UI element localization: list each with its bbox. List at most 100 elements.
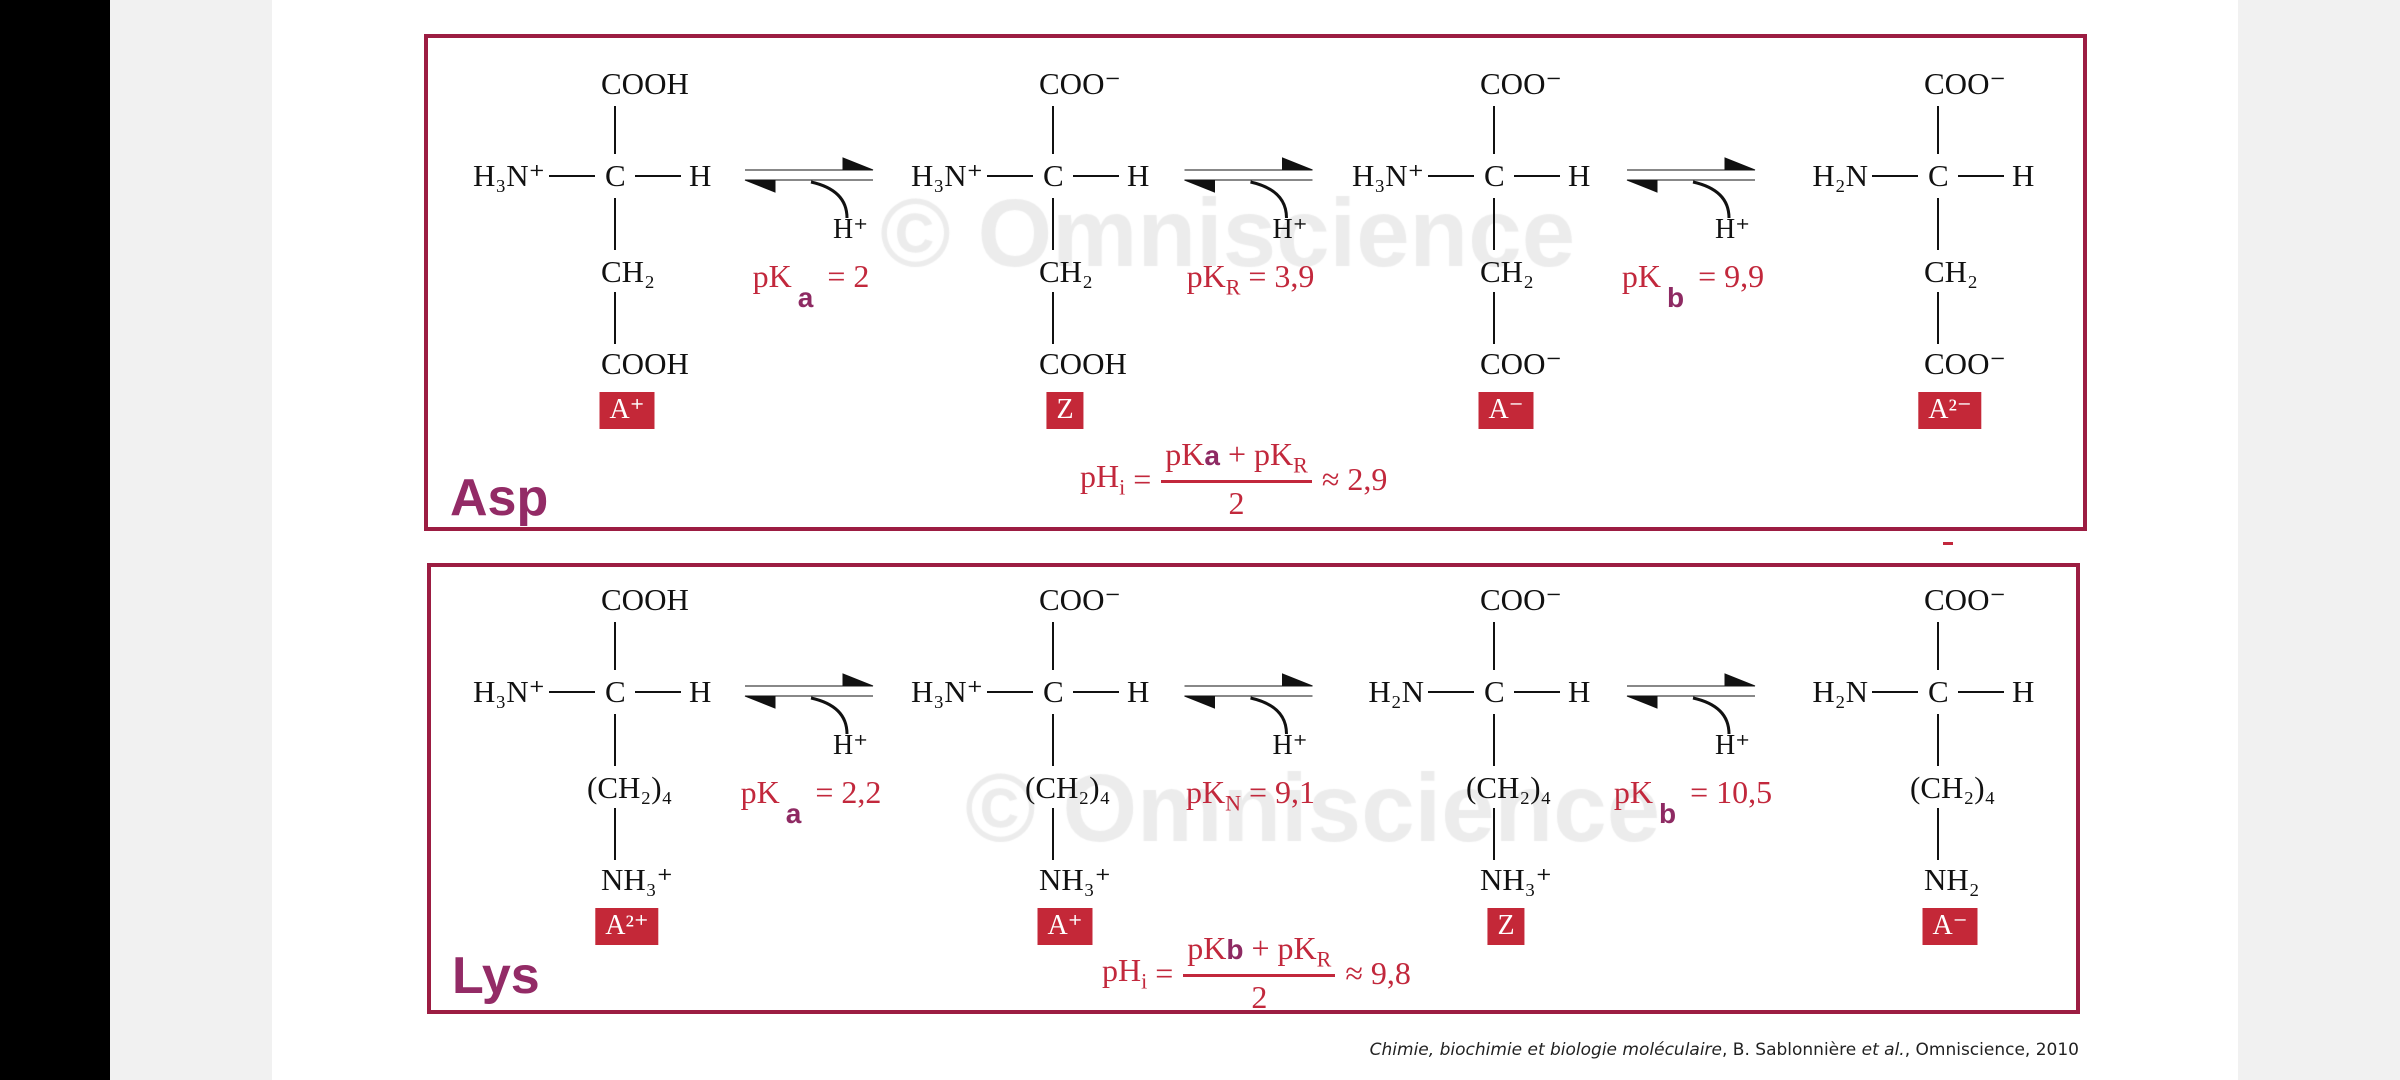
bottom-group: NH₃⁺ [601,862,673,897]
amino-group: H₃N⁺ [473,158,545,193]
hydrogen: H [1568,674,1591,709]
pk-value: = 3,9 [1240,258,1315,294]
amino-acid-label: Lys [452,947,540,1005]
formula-lhs-sub: i [1141,968,1148,994]
numerator-sub: R [1316,946,1332,972]
proton: H⁺ [1715,214,1750,245]
bottom-group: COO⁻ [1924,346,2006,381]
formula-eq: = [1155,954,1174,991]
formula-denominator: 2 [1251,979,1268,1016]
bottom-group: NH₃⁺ [1039,862,1111,897]
pk-label: pKb = 10,5 [1613,774,1772,828]
pk-subscript: R [1225,274,1241,300]
left-black-bar [0,0,110,1080]
side-chain: CH₂ [601,254,655,289]
formula-lhs-text: pH [1102,952,1142,988]
formula-numerator: pKa + pKR [1161,436,1312,484]
bottom-group: NH₃⁺ [1480,862,1552,897]
side-chain: (CH₂)₄ [1466,770,1552,805]
numerator-sub-edited: a [1204,440,1220,471]
pk-subscript: b [1666,282,1685,313]
formula-lhs: pHi [1080,458,1125,500]
proton: H⁺ [1272,730,1308,761]
caption-authors: , B. Sablonnière [1722,1040,1862,1060]
numerator-plus: + pK [1243,930,1317,966]
amino-group: H₂N [1368,674,1424,709]
proton: H⁺ [1715,730,1750,761]
formula-lhs-text: pH [1080,458,1120,494]
hydrogen: H [689,158,712,193]
top-group: COO⁻ [1924,66,2006,101]
top-group: COOH [601,582,689,617]
top-group: COO⁻ [1039,66,1121,101]
formula-eq: = [1133,460,1152,497]
amino-group: H₃N⁺ [911,674,983,709]
side-chain: (CH₂)₄ [587,770,673,805]
pk-prefix: pK [1186,258,1226,294]
numerator-sub: R [1293,452,1308,478]
amino-group: H₃N⁺ [473,674,545,709]
species-badge: A⁺ [1037,908,1093,945]
alpha-carbon: C [1928,158,1949,193]
side-chain: CH₂ [1480,254,1534,289]
side-chain: (CH₂)₄ [1025,770,1111,805]
pk-prefix: pK [1613,774,1653,810]
numerator-pk: pK [1165,436,1205,472]
pk-subscript: N [1225,790,1241,816]
caption-etal: et al. [1861,1040,1905,1060]
hydrogen: H [689,674,712,709]
bottom-group: COO⁻ [1480,346,1562,381]
pk-prefix: pK [1185,774,1226,810]
hydrogen: H [1127,158,1150,193]
top-group: COOH [601,66,689,101]
pk-prefix: pK [752,258,792,294]
hydrogen: H [1568,158,1591,193]
species-badge: A²⁺ [595,908,659,945]
pk-label: pKa = 2,2 [740,774,882,828]
pk-subscript: a [785,798,802,829]
side-chain: CH₂ [1924,254,1978,289]
species-badge: Z [1046,392,1084,429]
amino-group: H₃N⁺ [911,158,983,193]
top-group: COO⁻ [1039,582,1121,617]
caption-title: Chimie, biochimie et biologie moléculair… [1369,1040,1722,1060]
formula-result: ≈ 9,8 [1345,954,1411,991]
species-badge: A⁻ [1922,908,1978,945]
pk-value: = 9,9 [1690,258,1765,294]
pk-label: pKR = 3,9 [1187,260,1315,298]
numerator-plus: + pK [1219,436,1294,472]
amino-group: H₃N⁺ [1352,158,1424,193]
pk-label: pKb = 9,9 [1622,258,1765,312]
alpha-carbon: C [605,158,626,193]
pk-prefix: pK [740,774,780,810]
formula-lhs: pHi [1102,952,1147,994]
caption-rest: , Omniscience, 2010 [1904,1040,2079,1060]
source-caption: Chimie, biochimie et biologie moléculair… [1370,1040,2079,1060]
pk-value: = 2,2 [807,774,882,810]
amino-group: H₂N [1812,674,1868,709]
bottom-group: NH₂ [1924,862,1980,897]
pk-value: = 9,1 [1240,774,1316,810]
pk-subscript: a [797,282,814,313]
pk-label: pKN = 9,1 [1186,776,1315,814]
amino-group: H₂N [1812,158,1868,193]
alpha-carbon: C [1043,158,1064,193]
pk-value: = 2 [819,258,870,294]
pk-label: pKa = 2 [752,258,870,312]
alpha-carbon: C [1928,674,1949,709]
hydrogen: H [2012,158,2035,193]
formula-denominator: 2 [1228,485,1245,522]
proton: H⁺ [833,730,868,761]
formula-result: ≈ 2,9 [1321,460,1388,497]
numerator-sub-edited: b [1226,934,1244,965]
alpha-carbon: C [1043,674,1064,709]
top-group: COO⁻ [1480,66,1562,101]
stray-mark [1943,542,1953,545]
formula-numerator: pKb + pKR [1183,930,1336,978]
proton: H⁺ [1272,214,1308,245]
side-chain: CH₂ [1039,254,1093,289]
